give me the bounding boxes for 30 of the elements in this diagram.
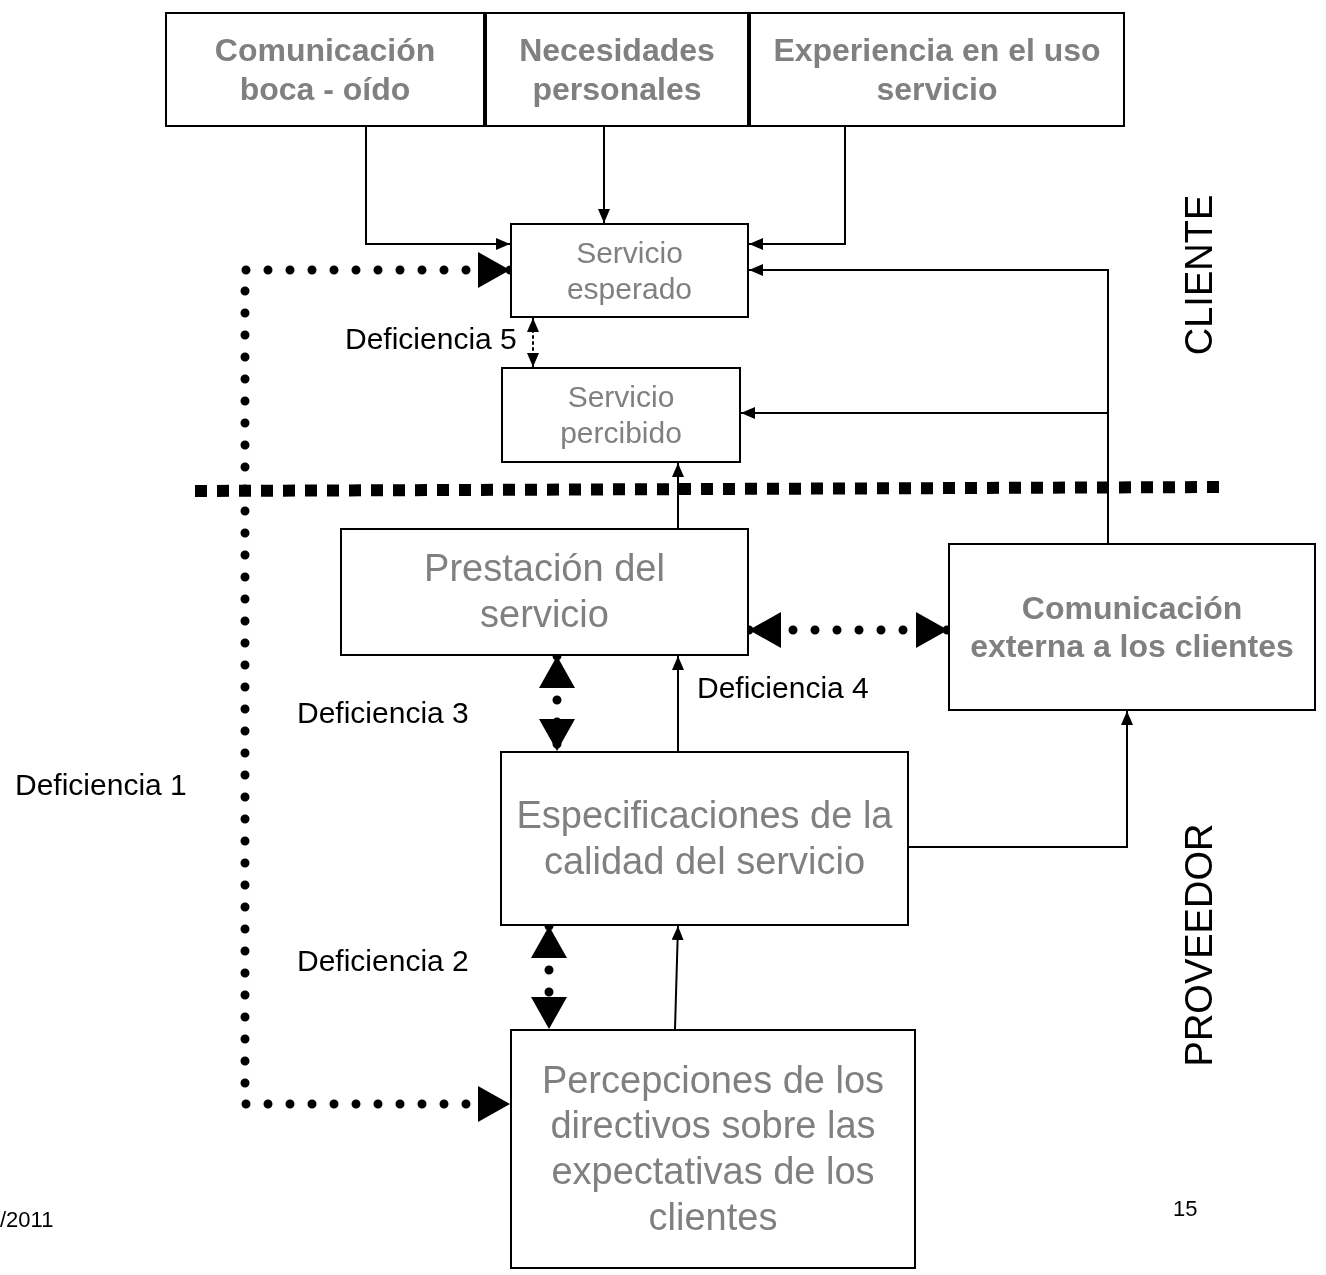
box-label: Comunicación boca - oído <box>213 31 437 108</box>
box-label: Servicio esperado <box>565 234 694 307</box>
process-box <box>749 12 1125 127</box>
process-box <box>500 751 909 926</box>
process-box <box>510 223 749 318</box>
page-number: 15 <box>1173 1197 1198 1222</box>
date-text: /2011 <box>0 1208 54 1233</box>
process-box <box>510 1029 916 1269</box>
process-box <box>165 12 485 127</box>
region-label: PROVEEDOR <box>1179 823 1221 1067</box>
arrow <box>672 462 684 529</box>
arrow <box>672 655 684 752</box>
box-label: Percepciones de los directivos sobre las expectativas de los clientes <box>540 1057 886 1240</box>
dotted-double-arrow <box>527 317 539 368</box>
arrow <box>598 126 610 224</box>
process-box <box>485 12 749 127</box>
region-label: CLIENTE <box>1179 194 1221 356</box>
box-label: Prestación del servicio <box>423 546 666 637</box>
arrow <box>365 126 511 250</box>
box-label: Especificaciones de la calidad del servicio <box>516 792 893 884</box>
process-box <box>948 543 1316 711</box>
box-label: Experiencia en el uso servicio <box>772 31 1102 108</box>
arrow <box>908 710 1133 848</box>
arrow <box>748 126 846 250</box>
process-box <box>501 367 741 463</box>
box-label: Necesidades personales <box>518 31 716 108</box>
process-box <box>340 528 749 656</box>
arrow <box>671 925 684 1030</box>
box-label: Comunicación externa a los clientes <box>969 588 1295 666</box>
box-label: Servicio percibido <box>559 379 683 451</box>
